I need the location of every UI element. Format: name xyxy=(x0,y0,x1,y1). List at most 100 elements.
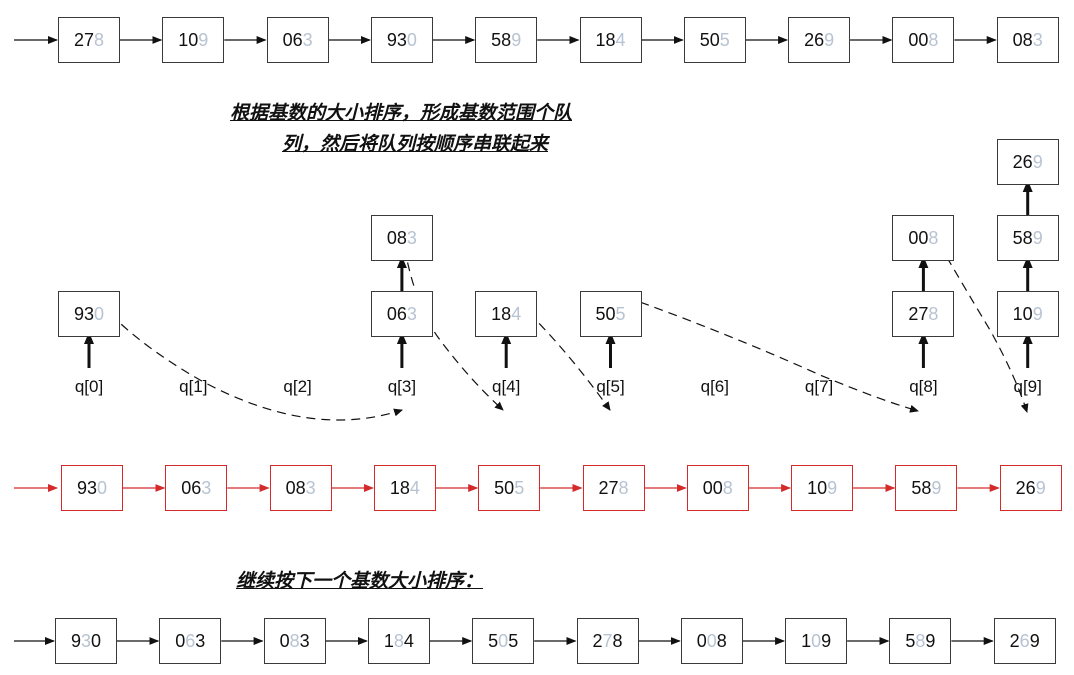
digit-text: 08 xyxy=(285,477,306,498)
dimmed-digit: 5 xyxy=(615,303,626,324)
queue-label: q[2] xyxy=(283,377,312,396)
dimmed-digit: 0 xyxy=(94,303,105,324)
dimmed-digit: 7 xyxy=(602,630,613,651)
digit-text: 18 xyxy=(491,303,512,324)
dimmed-digit: 6 xyxy=(1019,630,1030,651)
digit-text: 18 xyxy=(595,29,616,50)
digit-text: 58 xyxy=(911,477,932,498)
digit-text: 26 xyxy=(804,29,825,50)
digit-text: 50 xyxy=(494,477,515,498)
dimmed-digit: 9 xyxy=(511,29,522,50)
dimmed-digit: 9 xyxy=(198,29,209,50)
dimmed-digit: 0 xyxy=(406,29,417,50)
digit-text: 0 xyxy=(696,630,707,651)
dimmed-digit: 3 xyxy=(305,477,316,498)
digit-text: 0 xyxy=(279,630,290,651)
digit-text: 93 xyxy=(386,29,407,50)
digit-text: 58 xyxy=(491,29,512,50)
digit-text: 08 xyxy=(1012,29,1033,50)
dimmed-digit: 3 xyxy=(1032,29,1043,50)
digit-text: 1 xyxy=(383,630,394,651)
digit-text: 9 xyxy=(821,630,832,651)
dimmed-digit: 8 xyxy=(618,477,629,498)
digit-text: 0 xyxy=(91,630,102,651)
digit-text: 8 xyxy=(716,630,727,651)
digit-text: 3 xyxy=(299,630,310,651)
digit-text: 1 xyxy=(801,630,812,651)
queue-label: q[8] xyxy=(909,377,938,396)
dimmed-digit: 9 xyxy=(827,477,838,498)
digit-text: 10 xyxy=(178,29,199,50)
digit-text: 9 xyxy=(70,630,81,651)
dimmed-digit: 8 xyxy=(928,29,939,50)
digit-text: 2 xyxy=(1009,630,1020,651)
queue-label: q[1] xyxy=(179,377,208,396)
digit-text: 27 xyxy=(73,29,94,50)
digit-text: 08 xyxy=(386,227,407,248)
digit-text: 5 xyxy=(508,630,519,651)
dimmed-digit: 0 xyxy=(706,630,717,651)
digit-text: 93 xyxy=(73,303,94,324)
digit-text: 27 xyxy=(598,477,619,498)
dimmed-digit: 8 xyxy=(915,630,926,651)
digit-text: 26 xyxy=(1015,477,1036,498)
digit-text: 00 xyxy=(702,477,723,498)
dimmed-digit: 3 xyxy=(302,29,313,50)
digit-text: 8 xyxy=(612,630,623,651)
digit-text: 3 xyxy=(195,630,206,651)
digit-text: 58 xyxy=(1012,227,1033,248)
dimmed-digit: 0 xyxy=(97,477,108,498)
digit-text: 50 xyxy=(595,303,616,324)
queue-label: q[0] xyxy=(74,377,104,396)
dimmed-digit: 8 xyxy=(94,29,105,50)
caption-distribution-line1: 根据基数的大小排序，形成基数范围个队 xyxy=(230,102,573,124)
queue-label: q[4] xyxy=(492,377,521,396)
queue-label: q[6] xyxy=(700,377,729,396)
dimmed-digit: 8 xyxy=(393,630,404,651)
dimmed-digit: 9 xyxy=(824,29,835,50)
caption-next-digit: 继续按下一个基数大小排序： xyxy=(236,570,484,592)
dimmed-digit: 5 xyxy=(719,29,730,50)
dimmed-digit: 5 xyxy=(514,477,525,498)
dimmed-digit: 8 xyxy=(722,477,733,498)
dimmed-digit: 0 xyxy=(498,630,509,651)
dimmed-digit: 3 xyxy=(406,303,417,324)
dimmed-digit: 9 xyxy=(931,477,942,498)
digit-text: 00 xyxy=(908,29,929,50)
dimmed-digit: 0 xyxy=(811,630,822,651)
digit-text: 9 xyxy=(925,630,936,651)
digit-text: 06 xyxy=(386,303,407,324)
dimmed-digit: 3 xyxy=(80,630,91,651)
dimmed-digit: 9 xyxy=(1032,303,1043,324)
dimmed-digit: 3 xyxy=(201,477,212,498)
digit-text: 5 xyxy=(488,630,499,651)
digit-text: 18 xyxy=(389,477,410,498)
dimmed-digit: 4 xyxy=(511,303,522,324)
digit-text: 93 xyxy=(76,477,97,498)
